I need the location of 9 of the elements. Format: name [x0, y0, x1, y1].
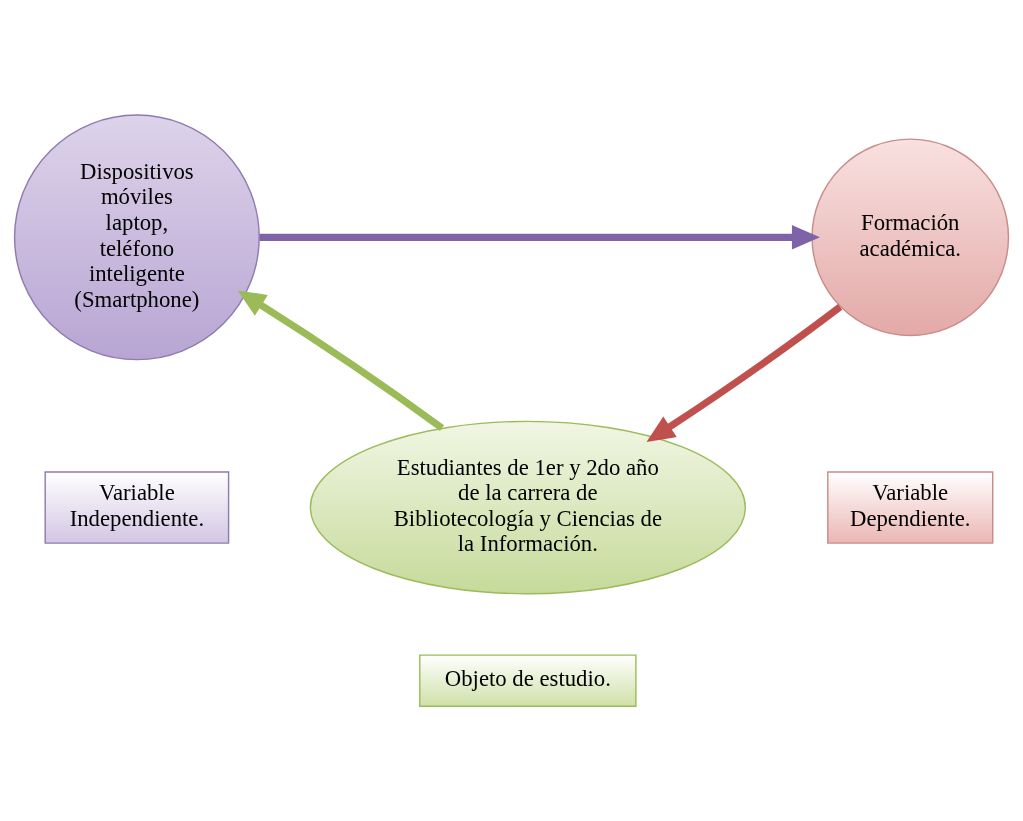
arrow: [259, 225, 820, 250]
node-box: Variable Independiente.: [44, 471, 230, 544]
node-circle: Formación académica.: [811, 138, 1010, 337]
node-ellipse: Estudiantes de 1er y 2do año de la carrera de Bibliotecología y Ciencias de la Información.: [309, 420, 746, 595]
node-circle: Dispositivos móviles laptop, teléfono inteligente (Smartphone): [13, 114, 260, 361]
node-box: Variable Dependiente.: [827, 471, 994, 544]
node-box: Objeto de estudio.: [419, 654, 637, 707]
arrow: [237, 290, 445, 431]
arrow: [646, 304, 843, 442]
